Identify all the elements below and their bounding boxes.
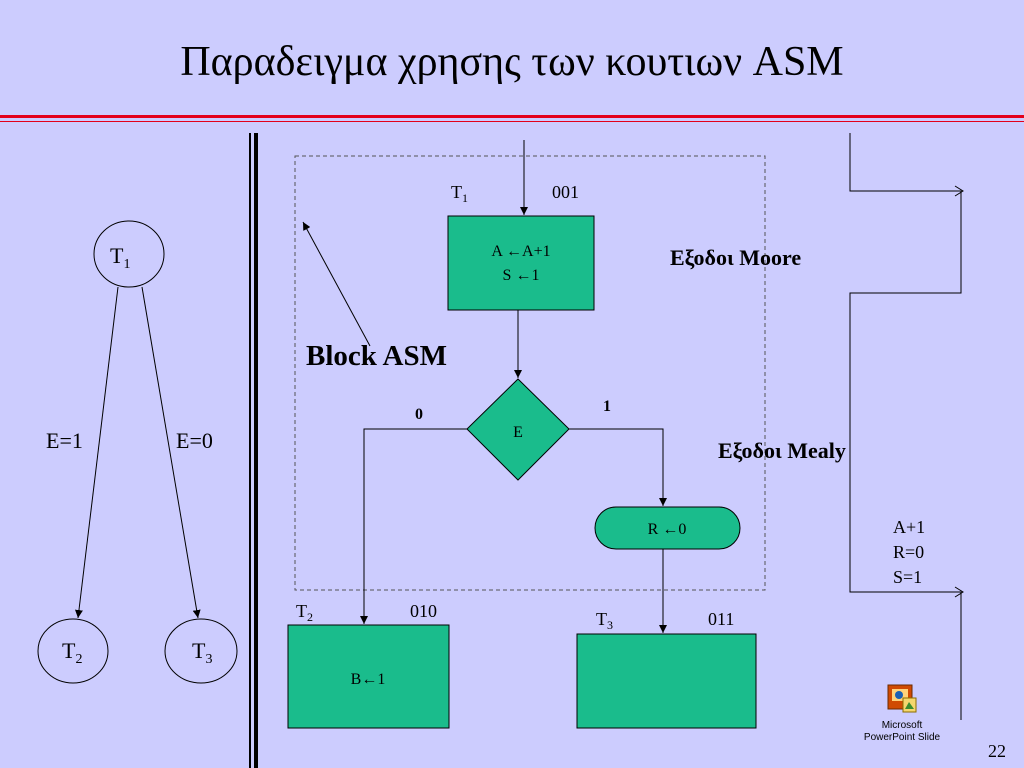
title-rule-thick bbox=[0, 115, 1024, 118]
state-box-t1-line2: S ←1 bbox=[503, 267, 540, 284]
state-box-t2 bbox=[287, 624, 450, 729]
state-box-t3 bbox=[576, 633, 757, 729]
edge-t1-t2 bbox=[74, 286, 119, 619]
waveform-arrow2 bbox=[954, 586, 964, 598]
ppt-icon-line1: Microsoft bbox=[881, 720, 923, 731]
edge-left-label: E=1 bbox=[46, 428, 83, 453]
edge-t1-t3 bbox=[141, 286, 201, 619]
timing-line1: A+1 bbox=[893, 517, 925, 537]
waveform-arrow1 bbox=[954, 185, 964, 197]
state-t2-label: T2 bbox=[62, 638, 82, 667]
state-diagram: T1 T2 T3 E=1 E=0 bbox=[37, 220, 238, 684]
mealy-label: Εξοδοι Mealy bbox=[718, 438, 846, 463]
state-t3 bbox=[164, 618, 238, 684]
conditional-output-box bbox=[594, 506, 741, 550]
state-t2 bbox=[37, 618, 109, 684]
slide-title: Παραδειγμα χρησης των κουτιων ASM bbox=[180, 39, 844, 85]
state-box-t1 bbox=[447, 215, 595, 311]
branch0-label: 0 bbox=[415, 406, 423, 423]
state-box-t2-content: B←1 bbox=[351, 671, 386, 688]
slide-number: 22 bbox=[988, 741, 1006, 761]
title-rule-thin bbox=[0, 121, 1024, 122]
asm-block-dashed bbox=[294, 155, 766, 591]
edge-right-label: E=0 bbox=[176, 428, 213, 453]
moore-label: Εξοδοι Moore bbox=[670, 245, 801, 270]
state-t1 bbox=[93, 220, 165, 288]
state-t1-label: T1 bbox=[110, 243, 130, 272]
state-box-t3-label: T3 bbox=[596, 609, 613, 632]
state-box-t1-code: 001 bbox=[552, 182, 579, 202]
state-box-t1-label: T1 bbox=[451, 182, 468, 205]
state-t3-label: T3 bbox=[192, 638, 212, 667]
state-box-t1-line1: A ←A+1 bbox=[491, 243, 550, 260]
branch0-path bbox=[360, 428, 467, 624]
branch1-label: 1 bbox=[603, 398, 611, 415]
decision-diamond bbox=[466, 378, 570, 481]
timing-line2: R=0 bbox=[893, 542, 924, 562]
block-asm-pointer bbox=[302, 221, 371, 347]
powerpoint-icon bbox=[887, 684, 917, 713]
conditional-output-label: R ←0 bbox=[648, 521, 687, 538]
block-asm-label: Block ASM bbox=[306, 340, 447, 372]
state-box-t2-label: T2 bbox=[296, 601, 313, 624]
timing-line3: S=1 bbox=[893, 567, 922, 587]
timing-waveform: A+1 R=0 S=1 bbox=[849, 133, 964, 720]
moore-waveform bbox=[849, 133, 962, 720]
branch1-path bbox=[569, 428, 667, 506]
asm-chart: T1 001 A ←A+1 S ←1 E 0 1 R ←0 T2 010 B←1… bbox=[287, 140, 846, 729]
state-box-t2-code: 010 bbox=[410, 601, 437, 621]
powerpoint-slide-object[interactable]: Microsoft PowerPoint Slide bbox=[854, 682, 950, 744]
decision-label: E bbox=[513, 424, 523, 441]
state-box-t3-code: 011 bbox=[708, 609, 734, 629]
ppt-icon-line2: PowerPoint Slide bbox=[863, 732, 941, 743]
